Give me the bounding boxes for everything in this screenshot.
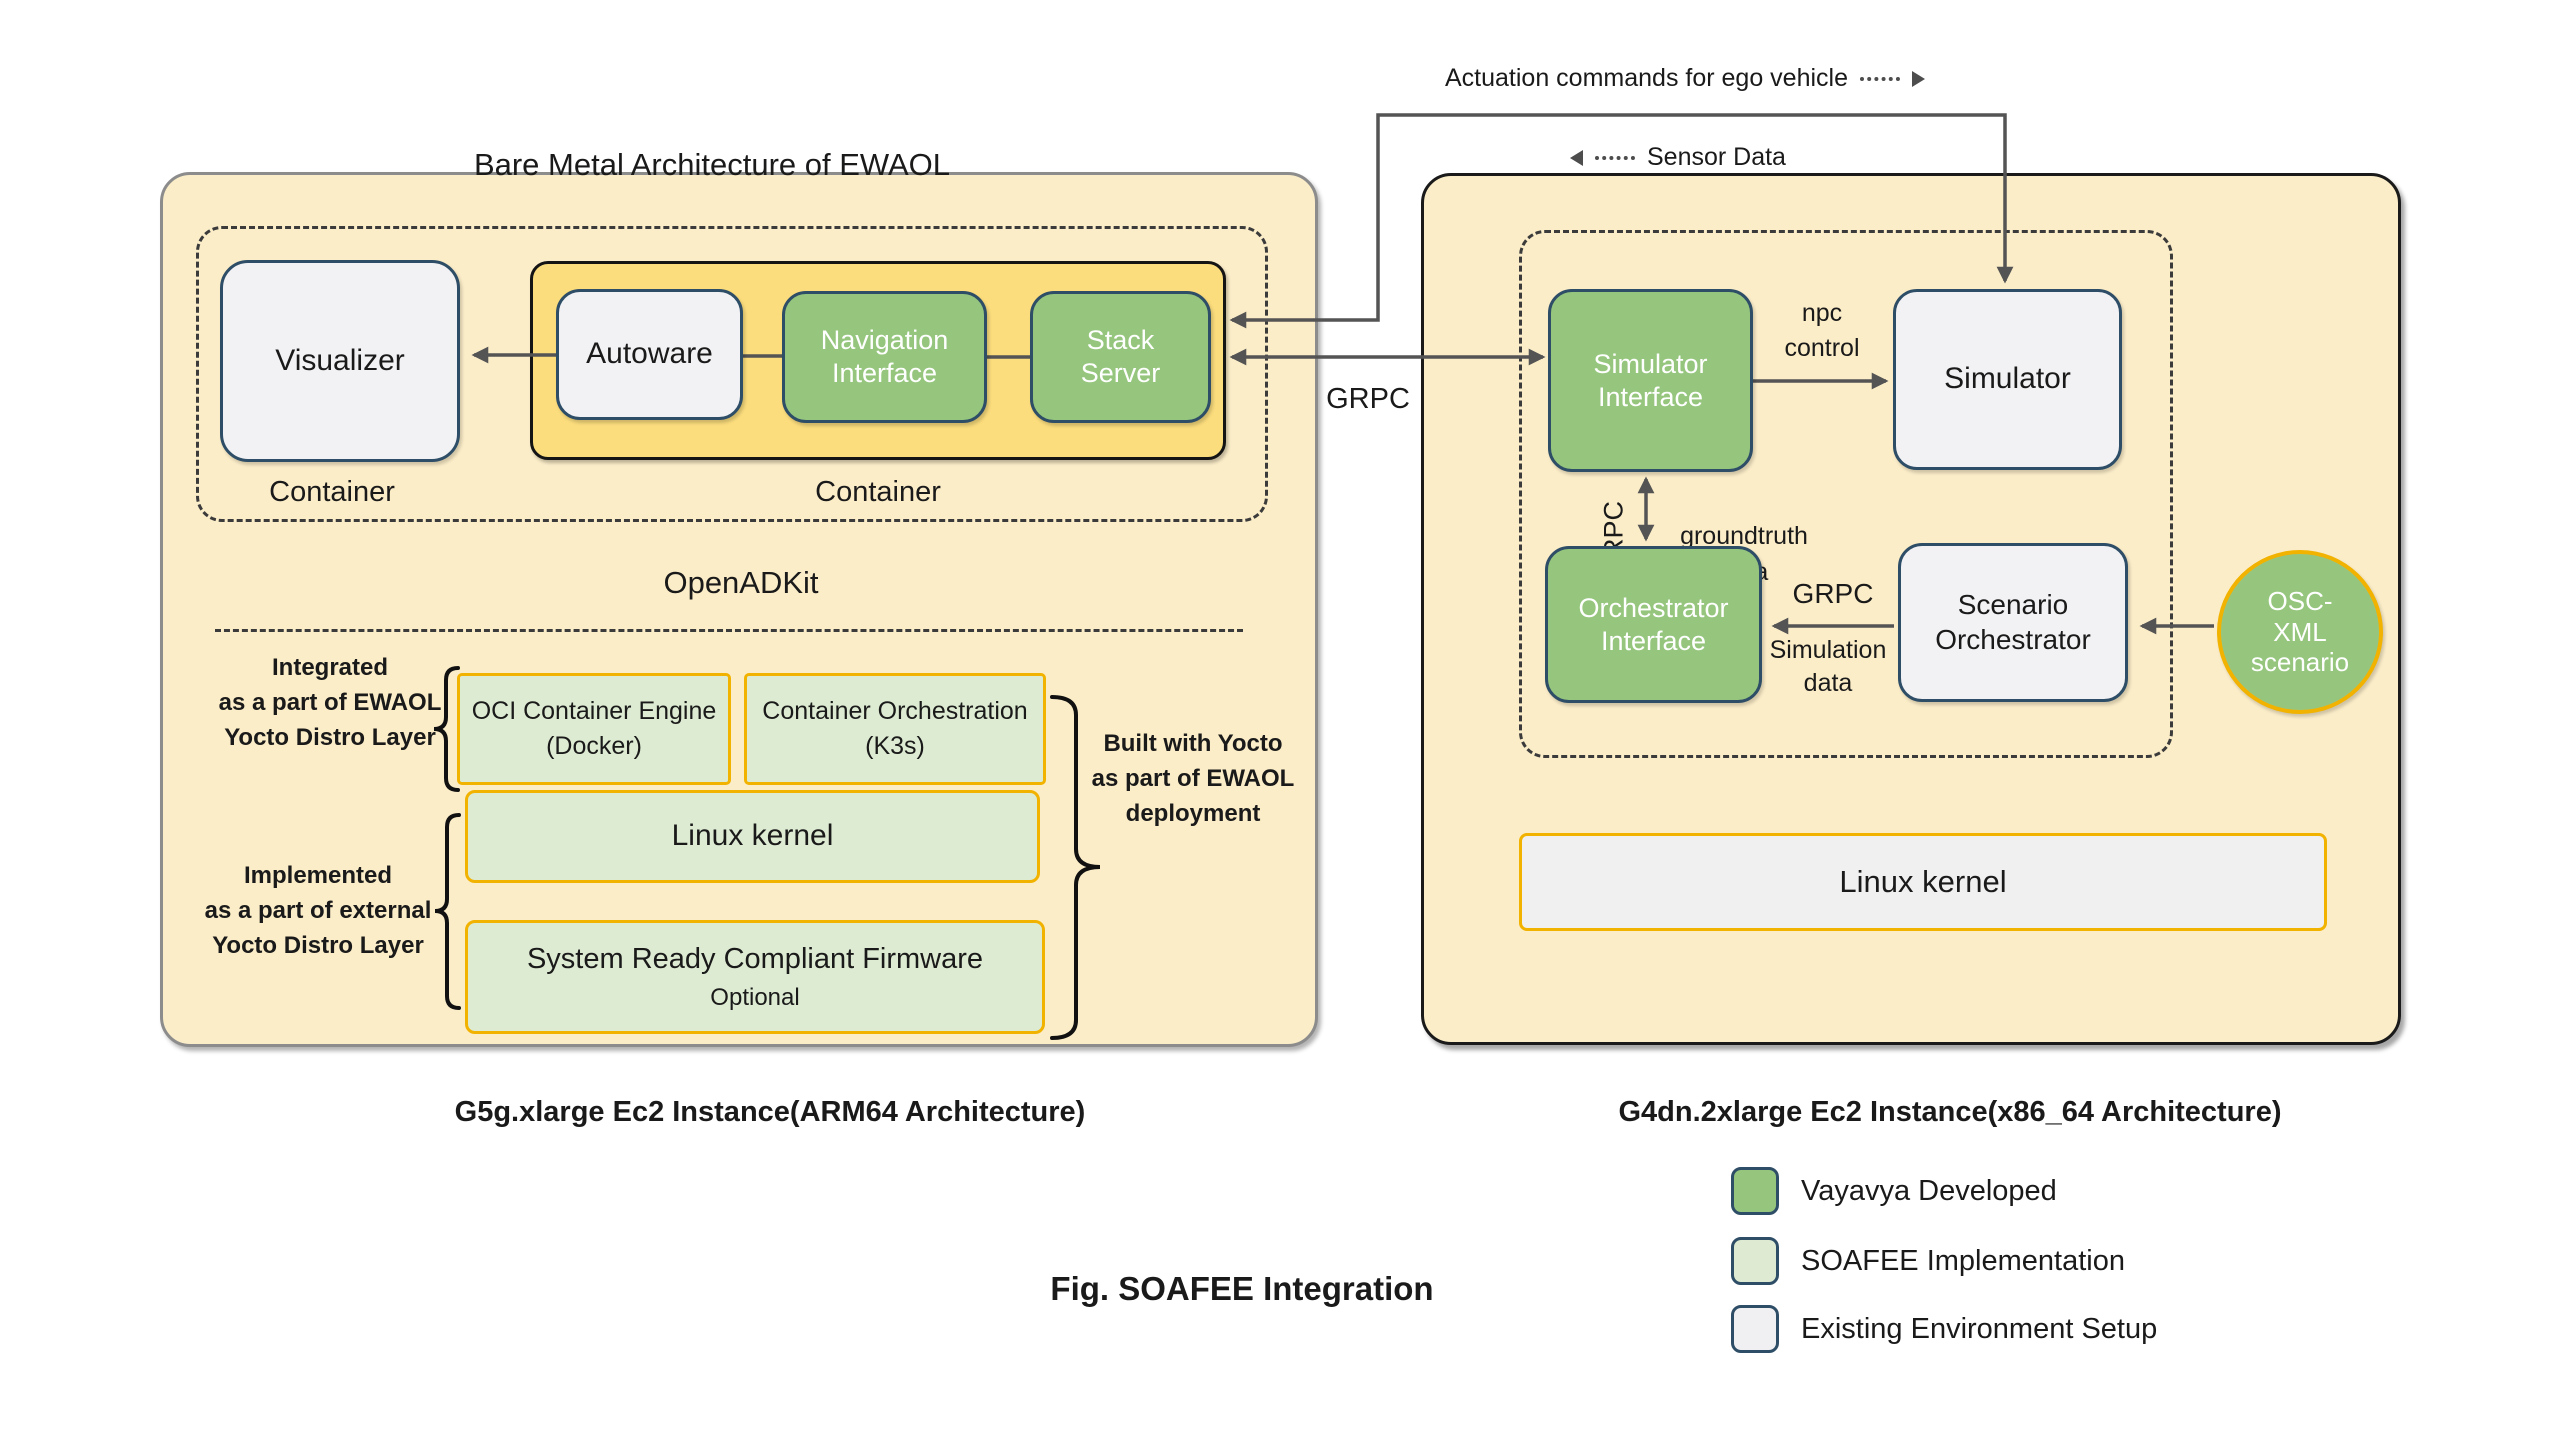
openadkit-separator <box>215 629 1243 632</box>
dotted-line-icon <box>1595 155 1635 160</box>
simulation-data-label: Simulation data <box>1769 636 1887 697</box>
sim-instance-caption: G4dn.2xlarge Ec2 Instance(x86_64 Archite… <box>1618 1096 2282 1128</box>
grpc-scenario-label: GRPC <box>1792 578 1874 609</box>
annotation-built-with-yocto: Built with Yocto as part of EWAOL deploy… <box>1091 730 1295 827</box>
dotted-arrow-right-icon <box>1912 70 1925 87</box>
legend-label-soafee: SOAFEE Implementation <box>1801 1244 2125 1277</box>
node-linux-kernel-left: Linux kernel <box>465 790 1040 883</box>
node-container-orchestration: Container Orchestration (K3s) <box>744 673 1046 785</box>
ewaol-dashed-container <box>196 226 1268 522</box>
node-scenario-orchestrator: Scenario Orchestrator <box>1898 543 2128 702</box>
node-oci-container-engine: OCI Container Engine (Docker) <box>457 673 731 785</box>
dotted-line-icon <box>1860 76 1900 81</box>
node-simulator: Simulator <box>1893 289 2122 470</box>
legend-item-soafee: SOAFEE Implementation <box>1731 1237 2125 1285</box>
node-system-ready-firmware: System Ready Compliant Firmware Optional <box>465 920 1045 1034</box>
node-osc-xml-scenario: OSC- XML scenario <box>2217 550 2383 714</box>
figure-caption: Fig. SOAFEE Integration <box>1050 1270 1434 1307</box>
legend-swatch-soafee <box>1731 1237 1779 1285</box>
openadkit-label: OpenADKit <box>663 565 819 600</box>
legend-swatch-existing <box>1731 1305 1779 1353</box>
legend-label-vayavya: Vayavya Developed <box>1801 1174 2057 1207</box>
ewaol-title: Bare Metal Architecture of EWAOL <box>473 147 951 182</box>
dotted-arrow-left-icon <box>1570 149 1583 166</box>
legend-item-vayavya: Vayavya Developed <box>1731 1167 2057 1215</box>
container-label-1: Container <box>269 476 395 508</box>
legend-swatch-vayavya <box>1731 1167 1779 1215</box>
ewaol-instance-caption: G5g.xlarge Ec2 Instance(ARM64 Architectu… <box>454 1096 1086 1128</box>
node-autoware: Autoware <box>556 289 743 420</box>
node-orchestrator-interface: Orchestrator Interface <box>1545 546 1762 703</box>
firmware-label: System Ready Compliant Firmware <box>526 942 984 975</box>
annotation-implemented: Implemented as a part of external Yocto … <box>204 862 432 959</box>
node-stack-server: Stack Server <box>1030 291 1211 423</box>
sensor-label: Sensor Data <box>1647 143 1786 171</box>
node-navigation-interface: Navigation Interface <box>782 291 987 423</box>
actuation-label: Actuation commands for ego vehicle <box>1445 64 1848 92</box>
sensor-flow-label: Sensor Data <box>1570 143 1786 172</box>
actuation-flow-label: Actuation commands for ego vehicle <box>1445 64 1925 93</box>
container-label-2: Container <box>815 476 941 508</box>
grpc-link-label: GRPC <box>1326 383 1410 415</box>
legend-item-existing: Existing Environment Setup <box>1731 1305 2157 1353</box>
annotation-integrated: Integrated as a part of EWAOL Yocto Dist… <box>218 654 442 751</box>
firmware-optional-label: Optional <box>710 984 800 1012</box>
node-simulator-interface: Simulator Interface <box>1548 289 1753 472</box>
node-visualizer: Visualizer <box>220 260 460 462</box>
npc-control-label: npc control <box>1784 299 1860 362</box>
legend-label-existing: Existing Environment Setup <box>1801 1312 2158 1345</box>
node-linux-kernel-right: Linux kernel <box>1519 833 2327 931</box>
